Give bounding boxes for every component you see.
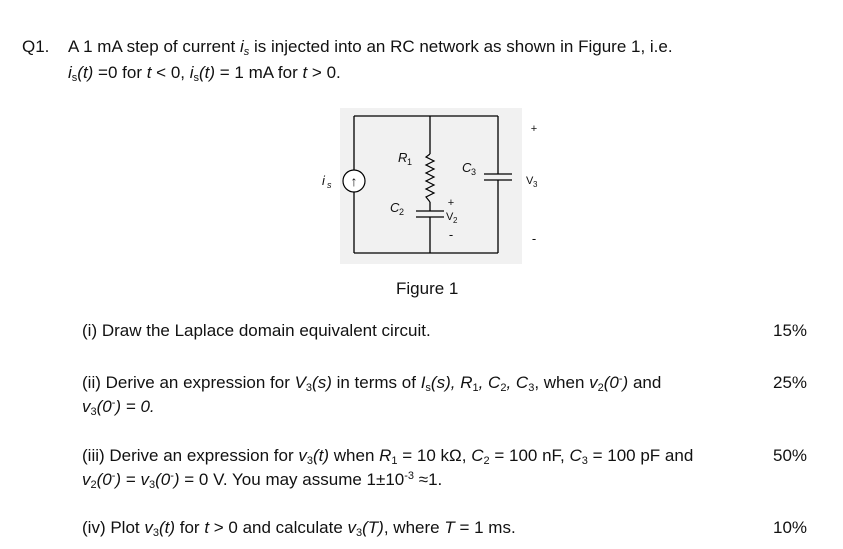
label-c3: C — [462, 160, 472, 175]
part-i-text: (i) Draw the Laplace domain equivalent c… — [82, 321, 431, 340]
part-iii-line2: v2(0-) = v3(0-) = 0 V. You may assume 1±… — [82, 470, 443, 491]
part-iv-weight: 10% — [773, 518, 808, 537]
figure-1-circuit: ↑ i s R 1 C 2 C 3 + V 2 - + V 3 - — [312, 106, 552, 266]
label-v3: V — [526, 175, 534, 187]
part-iii-line1: (iii) Derive an expression for v3(t) whe… — [82, 446, 694, 467]
figure-caption: Figure 1 — [396, 279, 459, 298]
label-r1-sub: 1 — [407, 157, 412, 167]
part-i-weight: 15% — [773, 321, 808, 340]
circuit-wires — [353, 115, 512, 254]
question-intro-line1: A 1 mA step of current is is injected in… — [68, 37, 673, 58]
label-c3-sub: 3 — [471, 167, 476, 177]
question-number: Q1. — [22, 37, 50, 56]
part-ii-line1: (ii) Derive an expression for V3(s) in t… — [82, 373, 662, 394]
current-source-arrow-icon: ↑ — [351, 173, 358, 189]
part-ii-line2: v3(0-) = 0. — [82, 397, 155, 418]
label-v2-minus: - — [449, 227, 453, 242]
label-v3-minus: - — [532, 231, 536, 246]
circuit-diagram: ↑ i s R 1 C 2 C 3 + V 2 - + V 3 - — [322, 108, 538, 264]
label-v2-plus: + — [448, 197, 454, 209]
label-v3-plus: + — [531, 123, 537, 135]
label-v3-sub: 3 — [533, 180, 538, 189]
label-c2-sub: 2 — [399, 207, 404, 217]
resistor-r1-zigzag — [424, 153, 436, 203]
label-v2-sub: 2 — [453, 216, 458, 225]
part-iii-weight: 50% — [773, 446, 808, 465]
label-c2: C — [390, 200, 400, 215]
label-v2: V — [446, 211, 454, 223]
current-source-circle — [342, 169, 366, 193]
part-ii-weight: 25% — [773, 373, 808, 392]
label-is-sub: s — [327, 180, 332, 190]
label-is: i — [322, 173, 326, 188]
question-intro-line2: is(t) =0 for t < 0, is(t) = 1 mA for t >… — [68, 63, 341, 84]
part-iv-text: (iv) Plot v3(t) for t > 0 and calculate … — [82, 518, 516, 539]
label-r1: R — [398, 150, 407, 165]
